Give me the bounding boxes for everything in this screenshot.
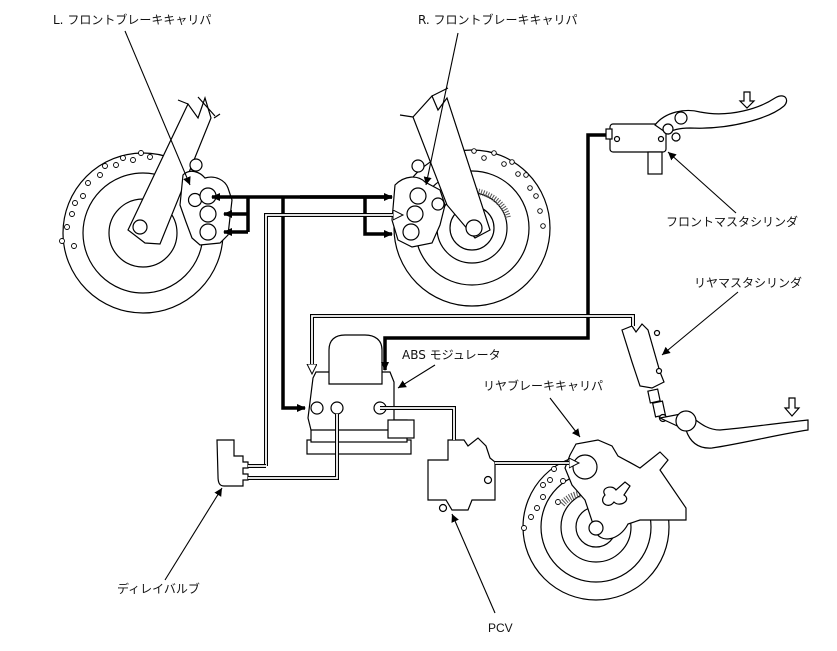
label-abs-modulator: ABS モジュレータ [402, 348, 501, 362]
rear-wheel [521, 439, 687, 601]
rear-pedal-press-arrow-icon [783, 397, 801, 417]
front-lever-press-arrow-icon [738, 91, 756, 109]
label-delay-valve: ディレイバルブ [117, 582, 200, 596]
label-right-front-caliper: R. フロントブレーキキャリパ [418, 13, 578, 27]
front-master-cylinder [605, 91, 788, 175]
front-master-line [381, 133, 606, 371]
left-front-disc-holes [59, 150, 153, 249]
delay-valve [216, 439, 249, 487]
left-front-wheel [59, 96, 233, 314]
label-rear-master-cylinder: リヤマスタシリンダ [694, 276, 803, 290]
leader-rear-brake-caliper [549, 397, 581, 438]
leader-left-front-caliper [124, 30, 191, 186]
label-left-front-caliper: L. フロントブレーキキャリパ [53, 13, 212, 27]
pcv-valve [427, 437, 496, 513]
leader-pcv [451, 513, 496, 614]
rear-master-cylinder [621, 323, 809, 449]
label-front-master-cylinder: フロントマスタシリンダ [666, 215, 799, 229]
front-line-to-abs [281, 197, 306, 412]
label-rear-brake-caliper: リヤブレーキキャリパ [483, 379, 604, 393]
label-pcv: PCV [488, 621, 513, 635]
leader-front-master-cylinder [667, 151, 737, 214]
abs-modulator [306, 334, 415, 455]
front-brake-lines [211, 133, 606, 412]
right-front-wheel [391, 87, 551, 307]
leader-lines [124, 30, 739, 614]
leader-rear-master-cylinder [661, 291, 739, 356]
leader-delay-valve [164, 487, 223, 581]
rear-disc-holes [521, 466, 566, 531]
leader-right-front-caliper [423, 32, 459, 186]
leader-abs-modulator [397, 364, 436, 389]
rear-brake-lines [248, 215, 635, 480]
